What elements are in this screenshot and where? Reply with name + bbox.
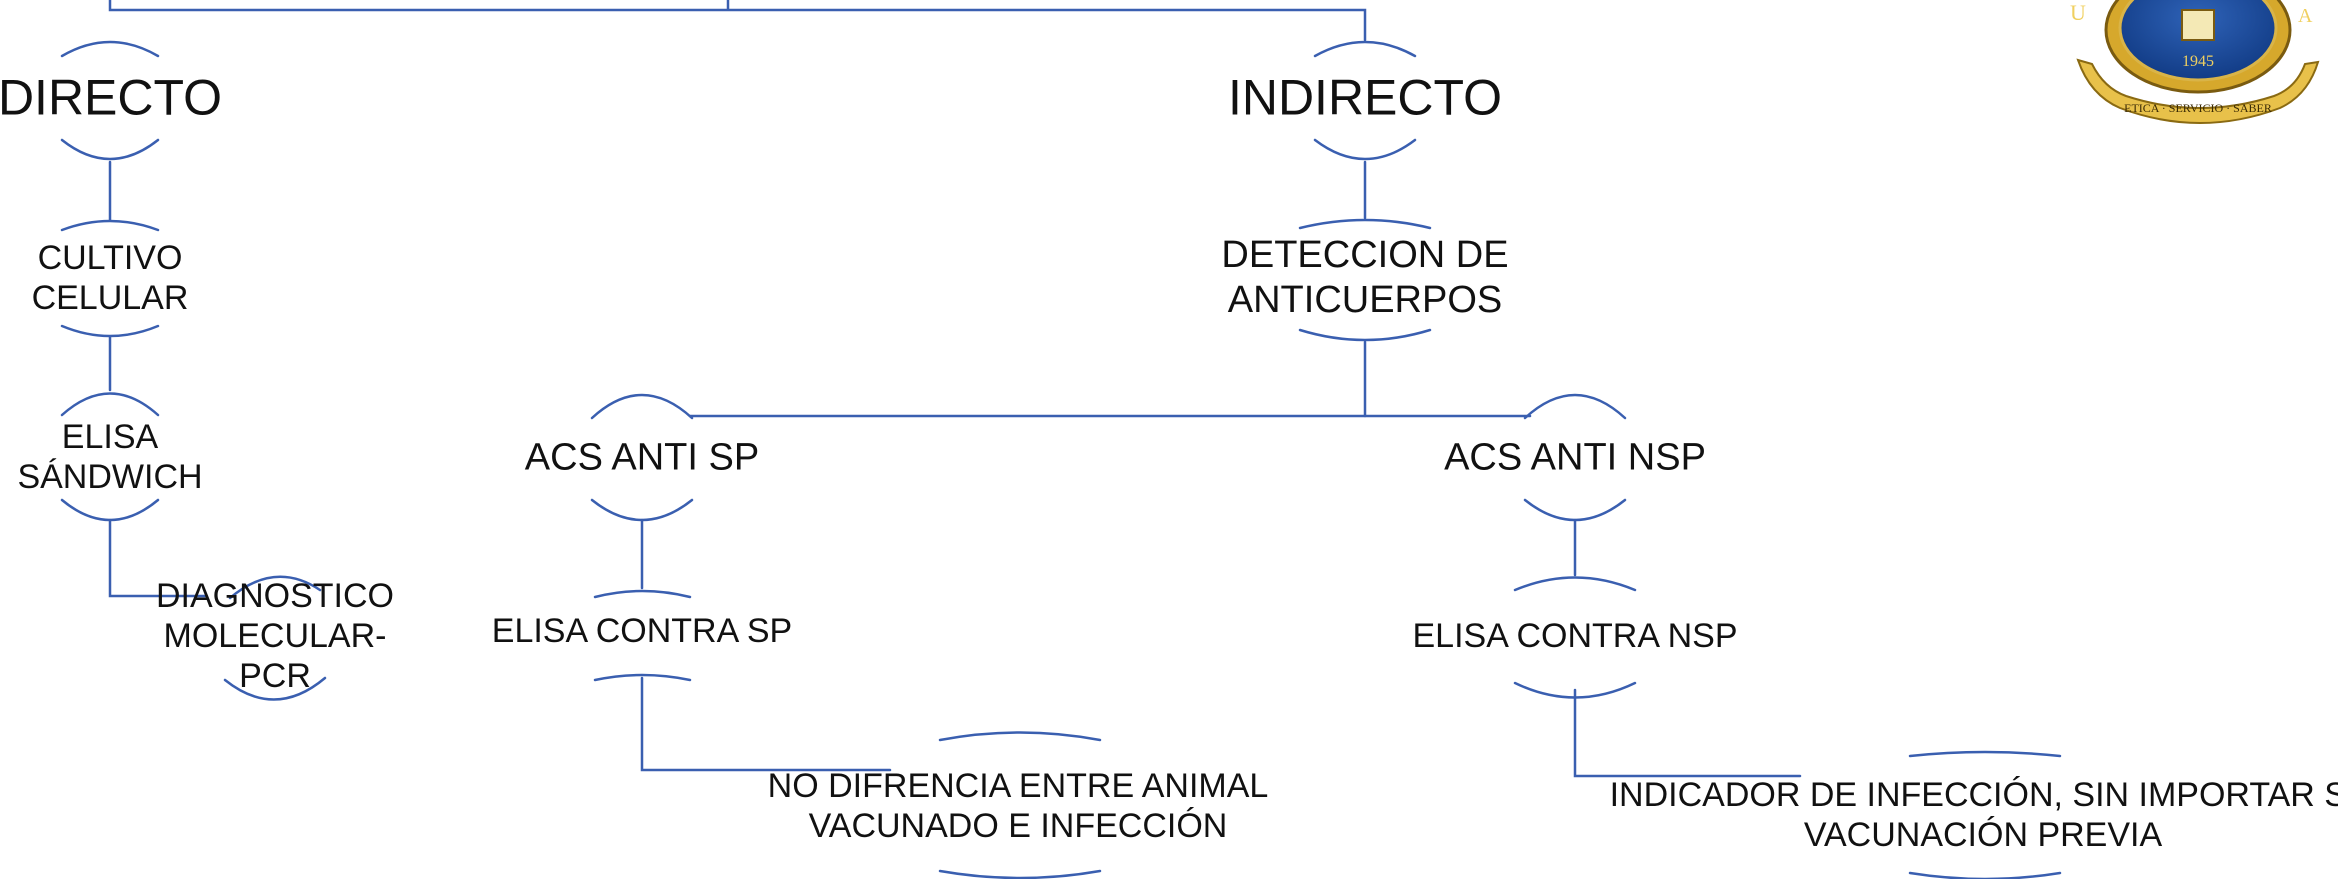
node-diagnostico-line1: DIAGNOSTICO	[155, 576, 395, 615]
connector-elisa-sp-no-diferencia	[640, 676, 892, 772]
node-elisa-sandwich-line1: ELISA	[61, 417, 159, 456]
node-indirecto: INDIRECTO	[1228, 69, 1502, 128]
node-deteccion-line1: DETECCION DE	[1221, 234, 1509, 277]
node-cultivo-line1: CULTIVO	[37, 238, 183, 277]
node-indicador-line2: VACUNACIÓN PREVIA	[1803, 816, 2163, 854]
node-deteccion-anticuerpos: DETECCION DE ANTICUERPOS	[1221, 233, 1508, 323]
node-no-diferencia-line2: VACUNADO E INFECCIÓN	[808, 807, 1228, 845]
node-indirecto-line1: INDIRECTO	[1227, 69, 1503, 126]
node-elisa-sandwich-line2: SÁNDWICH	[17, 458, 203, 496]
node-indicador-line1: INDICADOR DE INFECCIÓN, SIN IMPORTAR SI	[1609, 775, 2338, 814]
node-acs-nsp-line1: ACS ANTI NSP	[1444, 436, 1706, 479]
svg-text:A: A	[2298, 5, 2313, 27]
node-diagnostico-molecular: DIAGNOSTICO MOLECULAR- PCR	[156, 576, 394, 696]
connector-elisa-diagnostico	[108, 518, 207, 598]
node-acs-anti-sp: ACS ANTI SP	[525, 436, 759, 481]
node-brackets	[60, 40, 2062, 879]
seal-year: 1945	[2182, 53, 2214, 70]
node-indicador-infeccion: INDICADOR DE INFECCIÓN, SIN IMPORTAR SI …	[1610, 775, 2338, 855]
node-elisa-sandwich: ELISA SÁNDWICH	[17, 417, 202, 497]
node-cultivo-celular: CULTIVO CELULAR	[32, 238, 189, 318]
node-no-diferencia-line1: NO DIFRENCIA ENTRE ANIMAL	[767, 766, 1269, 805]
svg-text:U: U	[2070, 0, 2086, 25]
node-cultivo-line2: CELULAR	[31, 279, 189, 317]
node-acs-anti-nsp: ACS ANTI NSP	[1444, 436, 1706, 481]
node-acs-sp-line1: ACS ANTI SP	[524, 436, 760, 479]
node-directo-line1: DIRECTO	[0, 69, 223, 126]
node-deteccion-line2: ANTICUERPOS	[1227, 279, 1503, 321]
connector-elisa-nsp-indicador	[1573, 688, 1802, 778]
connector-top-bar	[108, 0, 1367, 42]
node-diagnostico-line2: MOLECULAR-	[163, 616, 387, 655]
node-diagnostico-line3: PCR	[239, 657, 311, 696]
node-elisa-contra-sp: ELISA CONTRA SP	[492, 611, 792, 651]
seal-motto: ETICA · SERVICIO · SABER	[2124, 101, 2272, 115]
node-directo: DIRECTO	[0, 69, 222, 128]
node-no-diferencia: NO DIFRENCIA ENTRE ANIMAL VACUNADO E INF…	[768, 766, 1269, 846]
university-seal-logo: U A 1945 ETICA · SERVICIO · SABER	[2070, 0, 2320, 124]
node-elisa-nsp-line1: ELISA CONTRA NSP	[1412, 616, 1738, 655]
node-elisa-sp-line1: ELISA CONTRA SP	[491, 611, 793, 650]
node-elisa-contra-nsp: ELISA CONTRA NSP	[1413, 616, 1738, 656]
